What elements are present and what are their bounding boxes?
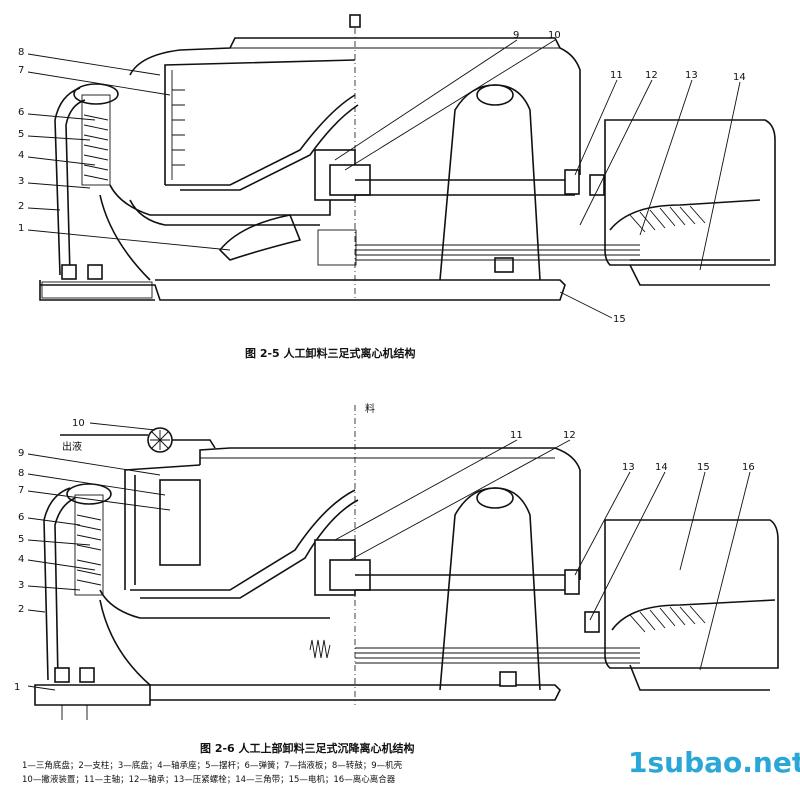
fig1-label-15: 15 bbox=[613, 314, 626, 325]
fig2-label-1: 1 bbox=[14, 682, 20, 693]
fig1-label-12: 12 bbox=[645, 70, 658, 81]
fig1-label-13: 13 bbox=[685, 70, 698, 81]
fig2-caption: 图 2-6 人工上部卸料三足式沉降离心机结构 bbox=[200, 741, 415, 755]
fig2-label-8: 8 bbox=[18, 468, 24, 479]
fig1-label-3: 3 bbox=[18, 176, 24, 187]
fig1-label-8: 8 bbox=[18, 47, 24, 58]
fig2-label-11: 11 bbox=[510, 430, 523, 441]
fig2-label-3: 3 bbox=[18, 580, 24, 591]
fig1-label-1: 1 bbox=[18, 223, 24, 234]
watermark: 1subao.net bbox=[628, 746, 800, 779]
fig1-label-9: 9 bbox=[513, 30, 519, 41]
figure-2-leaders bbox=[27, 422, 751, 691]
fig2-label-4: 4 bbox=[18, 554, 24, 565]
figure-2-labels: 料 出液 10 9 8 7 6 5 4 3 2 1 11 12 13 14 15… bbox=[14, 402, 755, 693]
fig1-label-2: 2 bbox=[18, 201, 24, 212]
fig2-label-13: 13 bbox=[622, 462, 635, 473]
fig2-label-12: 12 bbox=[563, 430, 576, 441]
fig1-caption: 图 2-5 人工卸料三足式离心机结构 bbox=[245, 346, 416, 360]
fig2-label-16: 16 bbox=[742, 462, 755, 473]
fig2-label-15: 15 bbox=[697, 462, 710, 473]
fig2-label-out: 出液 bbox=[62, 440, 82, 453]
fig2-label-7: 7 bbox=[18, 485, 24, 496]
fig1-label-5: 5 bbox=[18, 129, 24, 140]
fig2-label-feed: 料 bbox=[365, 402, 375, 415]
fig1-label-10: 10 bbox=[548, 30, 561, 41]
fig1-label-11: 11 bbox=[610, 70, 623, 81]
fig2-label-2: 2 bbox=[18, 604, 24, 615]
fig2-legend-line-2: 10—撇液装置；11—主轴；12—轴承；13—压紧螺栓；14—三角带；15—电机… bbox=[22, 774, 396, 785]
fig1-label-14: 14 bbox=[733, 72, 746, 83]
fig2-legend-line-1: 1—三角底盘；2—支柱；3—底盘；4—轴承座；5—摆杆；6—弹簧；7—挡液板；8… bbox=[22, 760, 403, 771]
figure-1-leaders bbox=[27, 39, 741, 319]
fig1-label-7: 7 bbox=[18, 65, 24, 76]
fig1-label-4: 4 bbox=[18, 150, 24, 161]
fig2-label-6: 6 bbox=[18, 512, 24, 523]
figure-1-drawing bbox=[39, 14, 776, 301]
fig2-label-9: 9 bbox=[18, 448, 24, 459]
figure-2-drawing bbox=[34, 405, 779, 720]
fig2-label-10: 10 bbox=[72, 418, 85, 429]
fig2-label-5: 5 bbox=[18, 534, 24, 545]
fig1-label-6: 6 bbox=[18, 107, 24, 118]
fig2-label-14: 14 bbox=[655, 462, 668, 473]
figure-1-labels: 8 7 6 5 4 3 2 1 9 10 11 12 13 14 15 bbox=[18, 30, 746, 325]
